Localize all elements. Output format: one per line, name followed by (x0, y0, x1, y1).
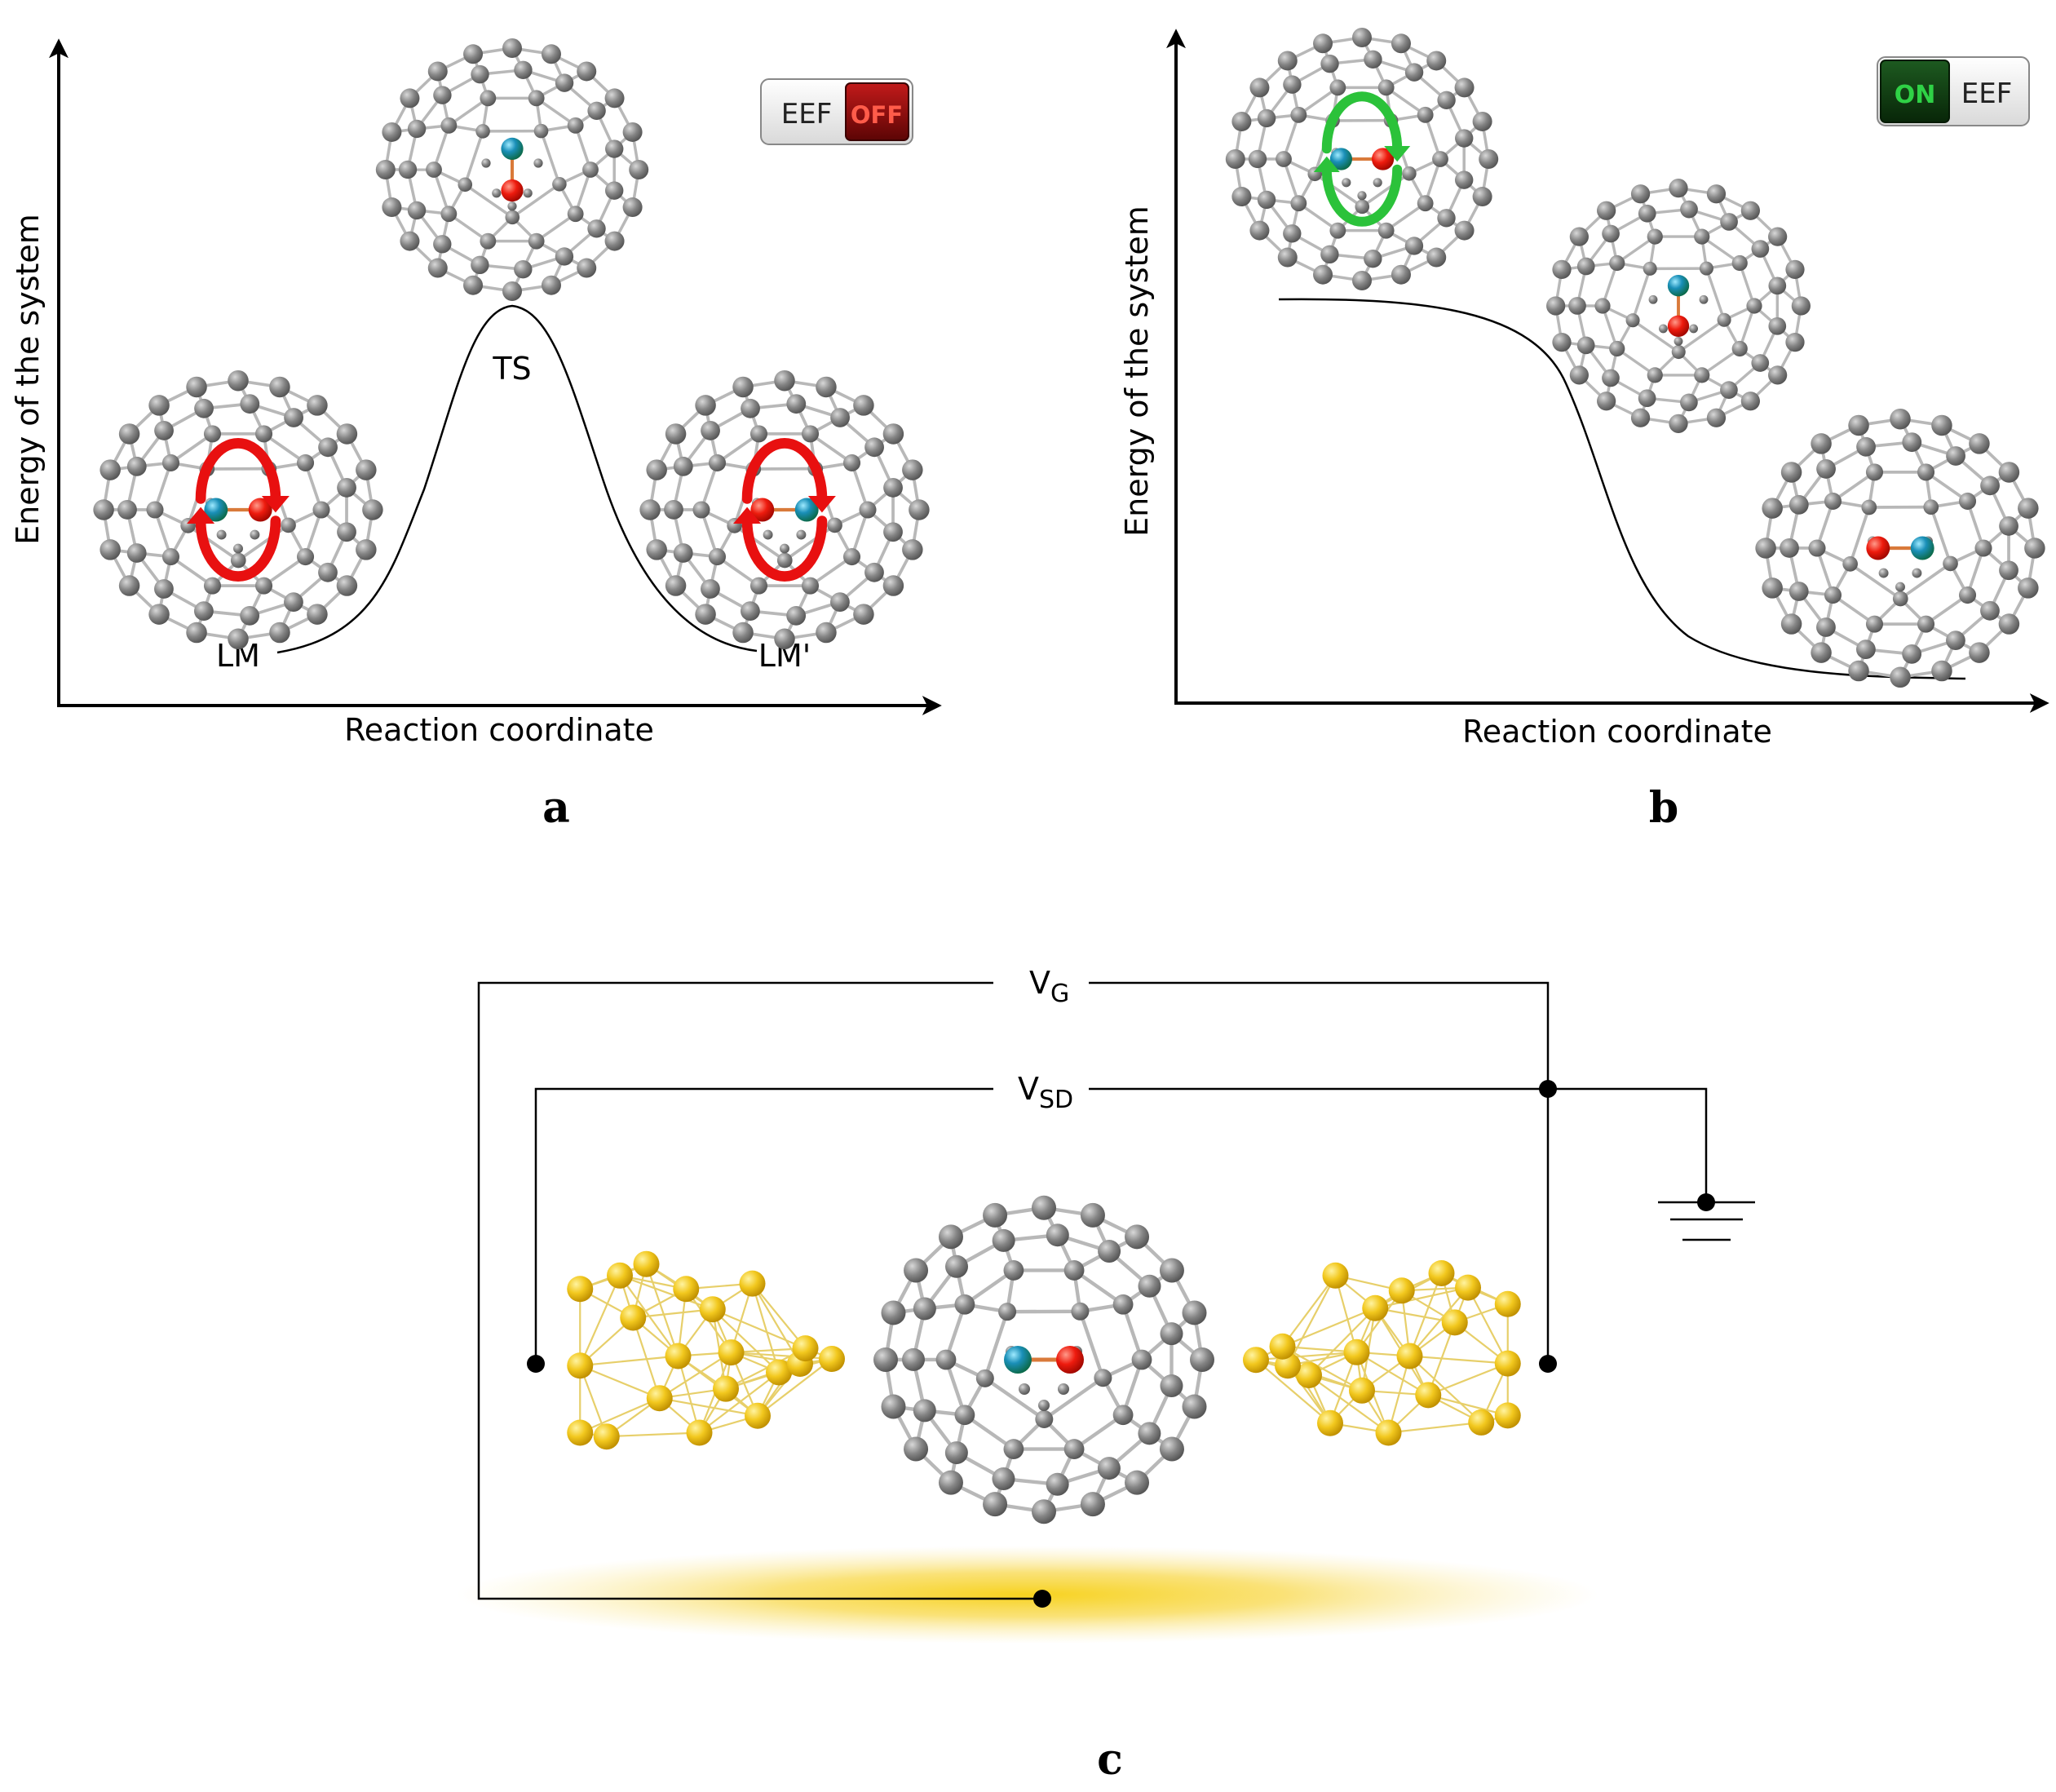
source-drain-voltage-sub: SD (1039, 1086, 1073, 1114)
rotation-arrow-icon (187, 438, 290, 582)
fullerene-cage-icon (1546, 179, 1811, 433)
rotation-arrow-icon (733, 438, 836, 582)
fullerene-cage-icon (375, 38, 649, 301)
gate-electrode-plate (457, 1546, 1598, 1644)
gold-electrode-icon (567, 1250, 845, 1450)
gold-electrode-icon (1243, 1259, 1521, 1446)
source-drain-voltage-main: V (1018, 1071, 1039, 1107)
panel-b-eef-switch[interactable]: ON EEF (1877, 56, 2030, 126)
fullerene-cage-icon (873, 1195, 1214, 1524)
fullerene-cage-icon (1755, 408, 2045, 688)
panel-b-y-label: Energy of the system (1119, 206, 1155, 537)
fullerene-cage-icon (639, 369, 930, 650)
gate-voltage-label: VG (1029, 965, 1069, 1008)
panel-c: VG VSD c (457, 965, 1755, 1785)
ground-symbol-icon (1697, 1193, 1715, 1211)
circuit-wires (477, 981, 1755, 1600)
panel-b-x-label: Reaction coordinate (1462, 714, 1772, 750)
gate-voltage-sub: G (1050, 980, 1069, 1008)
panel-a-eef-switch[interactable]: EEF OFF (760, 78, 913, 145)
panel-b: Energy of the system Reaction coordinate… (1119, 28, 2049, 833)
panel-a: Energy of the system Reaction coordinate… (10, 38, 942, 833)
panel-c-letter: c (1097, 1735, 1123, 1785)
panel-a-y-label: Energy of the system (10, 214, 46, 545)
fullerene-cage-icon (1225, 28, 1499, 290)
panel-a-x-label: Reaction coordinate (344, 712, 654, 748)
panel-b-letter: b (1649, 783, 1678, 833)
fullerene-cage-icon (93, 369, 383, 650)
rotation-arrow-icon (1313, 91, 1411, 227)
panel-a-switch-label: EEF (781, 98, 833, 131)
panel-a-energy-curve (276, 304, 758, 654)
gate-voltage-main: V (1029, 965, 1050, 1001)
panel-a-ts-label: TS (492, 351, 531, 387)
source-drain-voltage-label: VSD (1018, 1071, 1073, 1114)
circuit-nodes (527, 1080, 1715, 1608)
panel-a-letter: a (542, 783, 570, 833)
panel-b-energy-curve (1278, 298, 1966, 680)
panel-b-switch-state: ON (1895, 81, 1936, 109)
panel-a-switch-state: OFF (851, 101, 903, 129)
panel-b-switch-label: EEF (1961, 77, 2013, 110)
